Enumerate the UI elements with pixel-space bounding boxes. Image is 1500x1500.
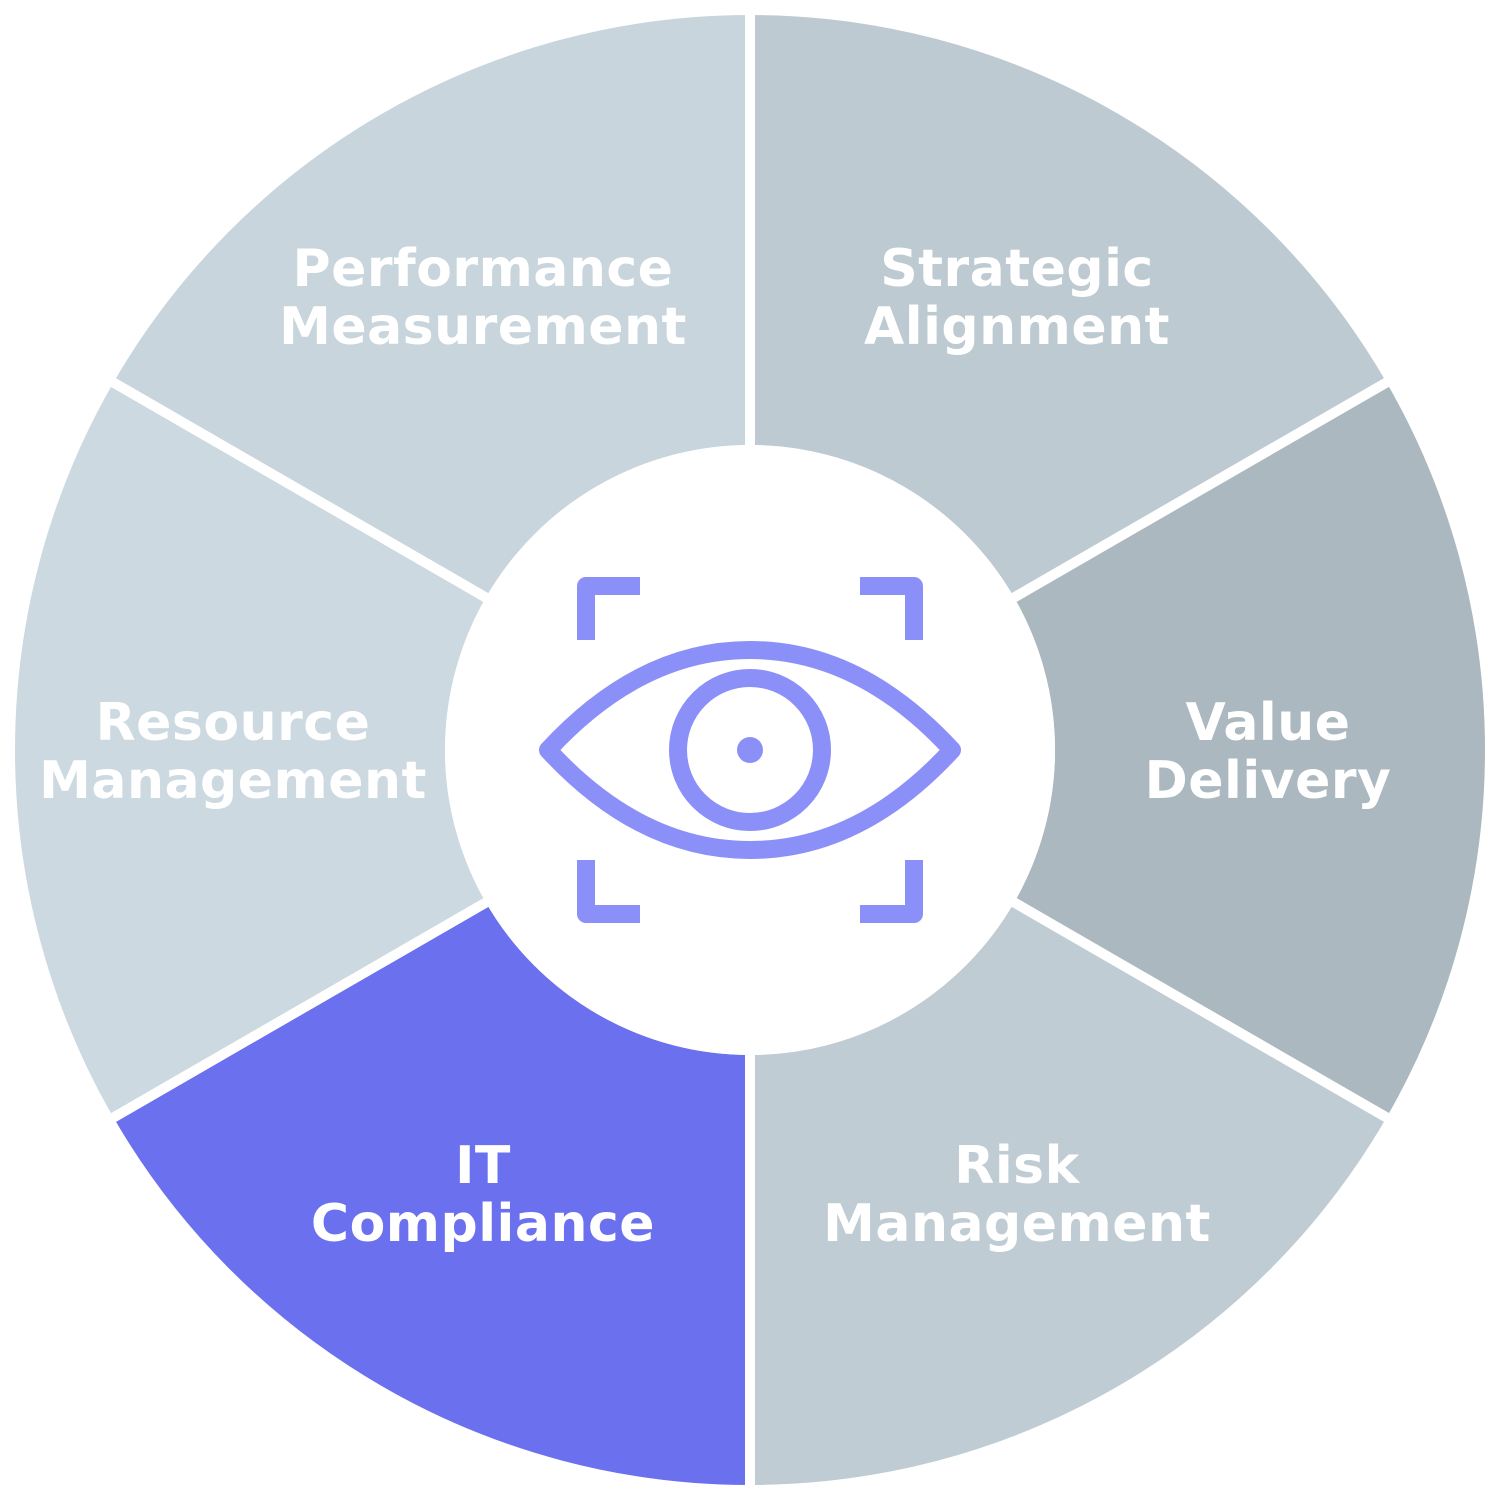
label-line: Alignment: [864, 297, 1170, 357]
eye-scan-icon: [539, 577, 961, 923]
corner-bracket-top-left: [577, 577, 640, 640]
label-value-delivery: Value Delivery: [1038, 694, 1498, 810]
label-line: Delivery: [1144, 751, 1392, 811]
corner-bracket-top-right: [860, 577, 923, 640]
corner-bracket-bottom-right: [860, 860, 923, 923]
eye-pupil: [737, 737, 763, 763]
label-performance-measurement: Performance Measurement: [253, 240, 713, 356]
label-line: Compliance: [310, 1194, 656, 1254]
eye-outline: [539, 641, 961, 859]
eye-iris: [669, 669, 831, 831]
label-strategic-alignment: Strategic Alignment: [787, 240, 1247, 356]
label-line: Management: [39, 751, 427, 811]
label-it-compliance: IT Compliance: [253, 1137, 713, 1253]
label-risk-management: Risk Management: [787, 1137, 1247, 1253]
label-line: IT: [455, 1136, 511, 1196]
corner-bracket-bottom-left: [577, 860, 640, 923]
label-line: Strategic: [880, 239, 1154, 299]
label-line: Management: [823, 1194, 1211, 1254]
label-line: Value: [1185, 693, 1351, 753]
label-line: Performance: [292, 239, 674, 299]
label-resource-management: Resource Management: [3, 694, 463, 810]
label-line: Risk: [954, 1136, 1080, 1196]
label-line: Resource: [95, 693, 371, 753]
label-line: Measurement: [279, 297, 687, 357]
